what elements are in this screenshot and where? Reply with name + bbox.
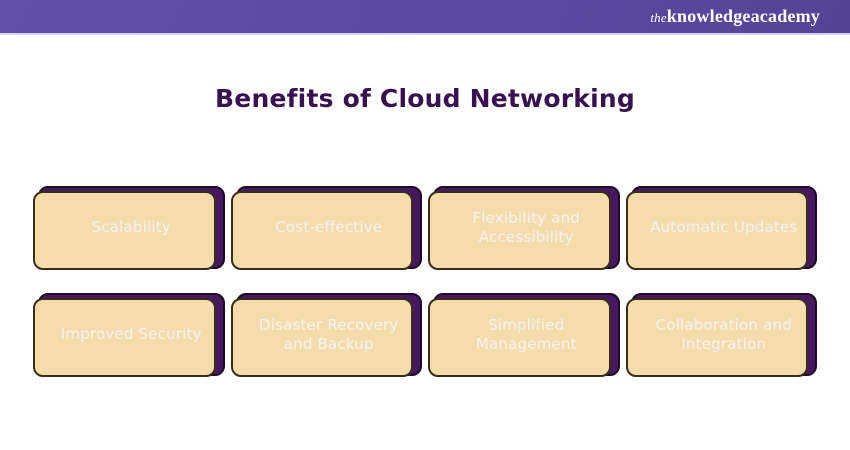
- card-label: Cost-effective: [275, 218, 383, 237]
- card-disaster-recovery-backup: Disaster Recovery and Backup: [230, 293, 422, 377]
- page-title: Benefits of Cloud Networking: [215, 84, 635, 113]
- card-label: Flexibility and Accessibility: [472, 208, 581, 246]
- card-improved-security: Improved Security: [33, 293, 225, 377]
- card-label: Improved Security: [60, 325, 202, 344]
- logo-text-knowledge: knowledge: [666, 6, 751, 26]
- logo-text-the: the: [650, 10, 667, 25]
- knowledge-academy-logo: theknowledgeacademy: [650, 7, 820, 26]
- logo-text-academy: academy: [750, 6, 820, 26]
- card-simplified-management: Simplified Management: [428, 293, 620, 377]
- card-label: Collaboration and Integration: [655, 315, 792, 353]
- card-flexibility-accessibility: Flexibility and Accessibility: [428, 186, 620, 270]
- card-automatic-updates: Automatic Updates: [625, 186, 817, 270]
- header-bar: theknowledgeacademy: [0, 0, 850, 35]
- card-label: Disaster Recovery and Backup: [258, 315, 399, 353]
- card-label: Simplified Management: [475, 315, 577, 353]
- card-collaboration-integration: Collaboration and Integration: [625, 293, 817, 377]
- card-cost-effective: Cost-effective: [230, 186, 422, 270]
- card-label: Scalability: [91, 218, 171, 237]
- benefits-grid: Scalability Cost-effective Flexibility a…: [33, 186, 817, 377]
- card-scalability: Scalability: [33, 186, 225, 270]
- card-label: Automatic Updates: [650, 218, 798, 237]
